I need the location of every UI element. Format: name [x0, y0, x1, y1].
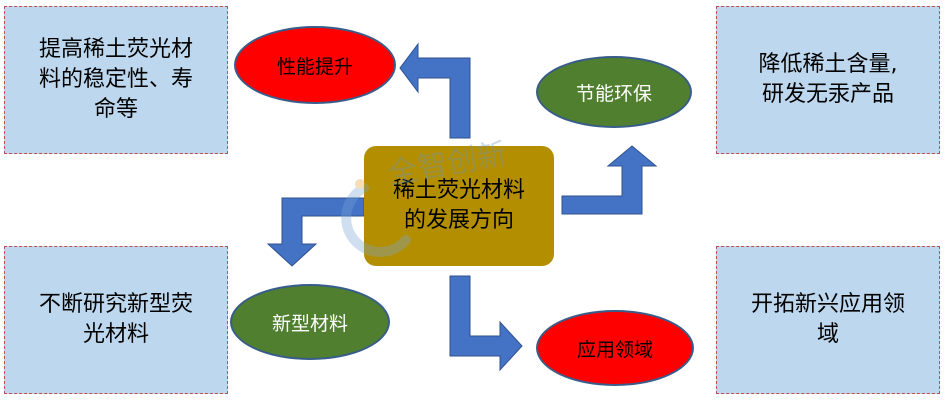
oval-material: 新型材料 — [230, 284, 390, 360]
box-bottom-right: 开拓新兴应用领 域 — [716, 246, 940, 394]
oval-eco: 节能环保 — [536, 56, 692, 128]
arrow-to-material — [266, 197, 365, 267]
center-topic-line-2: 的发展方向 — [403, 208, 514, 233]
arrow-to-eco — [561, 145, 658, 215]
box-bottom-left-line-1: 不断研究新型荧 — [38, 292, 193, 317]
box-bottom-left: 不断研究新型荧 光材料 — [4, 246, 228, 394]
box-bottom-right-line-1: 开拓新兴应用领 — [750, 292, 905, 317]
oval-material-label: 新型材料 — [271, 312, 348, 335]
box-top-right-line-1: 降低稀土含量, — [758, 52, 898, 77]
oval-performance-label: 性能提升 — [276, 55, 353, 78]
box-top-right: 降低稀土含量, 研发无汞产品 — [716, 6, 940, 154]
arrow-to-performance — [399, 42, 471, 139]
oval-application-label: 应用领域 — [576, 338, 653, 361]
center-topic: 稀土荧光材料 的发展方向 — [364, 146, 554, 266]
box-top-right-line-2: 研发无汞产品 — [761, 82, 894, 107]
box-top-left-line-2: 料的稳定性、寿 — [38, 67, 193, 92]
box-top-left: 提高稀土荧光材 料的稳定性、寿 命等 — [4, 6, 228, 154]
box-bottom-right-line-2: 域 — [816, 322, 839, 347]
center-topic-line-1: 稀土荧光材料 — [392, 178, 525, 203]
box-top-left-line-3: 命等 — [93, 97, 138, 122]
box-bottom-left-line-2: 光材料 — [82, 322, 149, 347]
arrow-to-application — [449, 275, 523, 372]
oval-eco-label: 节能环保 — [575, 82, 652, 105]
oval-performance: 性能提升 — [234, 26, 396, 104]
box-top-left-line-1: 提高稀土荧光材 — [38, 37, 193, 62]
oval-application: 应用领域 — [536, 310, 694, 386]
